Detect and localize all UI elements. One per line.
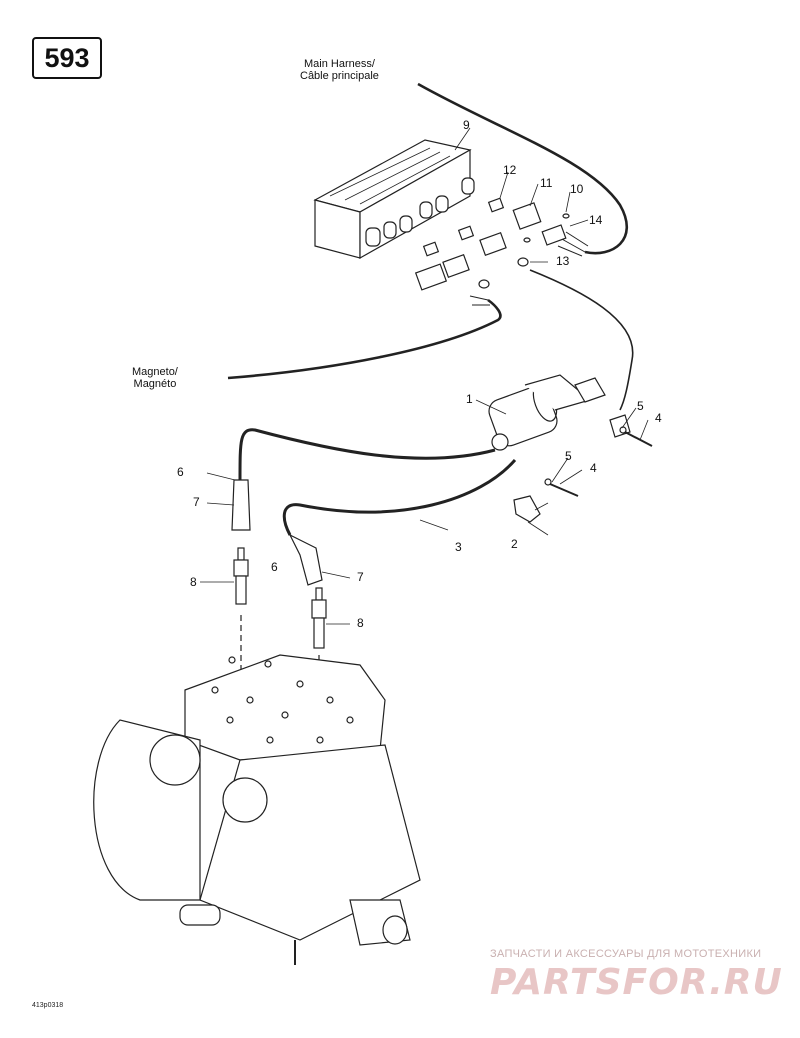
callout-14: 14 xyxy=(589,213,603,227)
cdi-module xyxy=(313,139,475,260)
callout-8-left: 8 xyxy=(190,575,197,589)
page-number-box: 593 xyxy=(32,37,102,79)
main-harness-label-en: Main Harness/ xyxy=(303,58,375,70)
callout-6-left: 6 xyxy=(177,465,184,479)
plug-cap-b xyxy=(288,533,323,586)
plug-cap-a xyxy=(231,479,251,531)
main-harness-label-fr: Câble principale xyxy=(300,70,379,82)
callout-2: 2 xyxy=(511,537,518,551)
magneto-wires xyxy=(469,295,490,306)
callout-3: 3 xyxy=(455,540,462,554)
page-number: 593 xyxy=(44,42,90,73)
watermark-tagline: ЗАПЧАСТИ И АКСЕССУАРЫ ДЛЯ МОТОТЕХНИКИ xyxy=(490,948,762,960)
callout-7-left: 7 xyxy=(193,495,200,509)
callout-1: 1 xyxy=(466,392,473,406)
callout-5-top: 5 xyxy=(637,399,644,413)
engine-block xyxy=(93,654,421,965)
callout-11: 11 xyxy=(540,176,553,190)
callout-7-right: 7 xyxy=(357,570,364,584)
spark-plug-a xyxy=(233,547,249,605)
harness-wires xyxy=(557,231,589,257)
magneto-label-fr: Magnéto xyxy=(133,378,177,390)
callout-9: 9 xyxy=(463,118,470,132)
callout-8-right: 8 xyxy=(357,616,364,630)
coil-wire xyxy=(529,269,634,411)
ignition-coil xyxy=(488,374,592,451)
spark-plug-cable-b xyxy=(282,459,517,536)
main-harness-cable xyxy=(417,82,628,255)
reference-code: 413p0318 xyxy=(32,1002,64,1009)
spark-plug-b xyxy=(311,587,327,649)
magneto-label: Magneto/ Magnéto xyxy=(132,366,178,390)
callout-13: 13 xyxy=(556,254,570,268)
callout-5-bottom: 5 xyxy=(565,449,572,463)
callout-12: 12 xyxy=(503,163,517,177)
callout-10: 10 xyxy=(570,182,584,196)
spark-plug-cable-a xyxy=(238,428,496,481)
callout-6-right: 6 xyxy=(271,560,278,574)
callout-4-top: 4 xyxy=(655,411,662,425)
magneto-cable xyxy=(227,298,502,380)
main-harness-label: Main Harness/ Câble principale xyxy=(300,58,379,82)
watermark-logo: PARTSFOR.RU xyxy=(490,962,783,1003)
callout-4-bottom: 4 xyxy=(590,461,597,475)
magneto-label-en: Magneto/ xyxy=(132,366,178,378)
